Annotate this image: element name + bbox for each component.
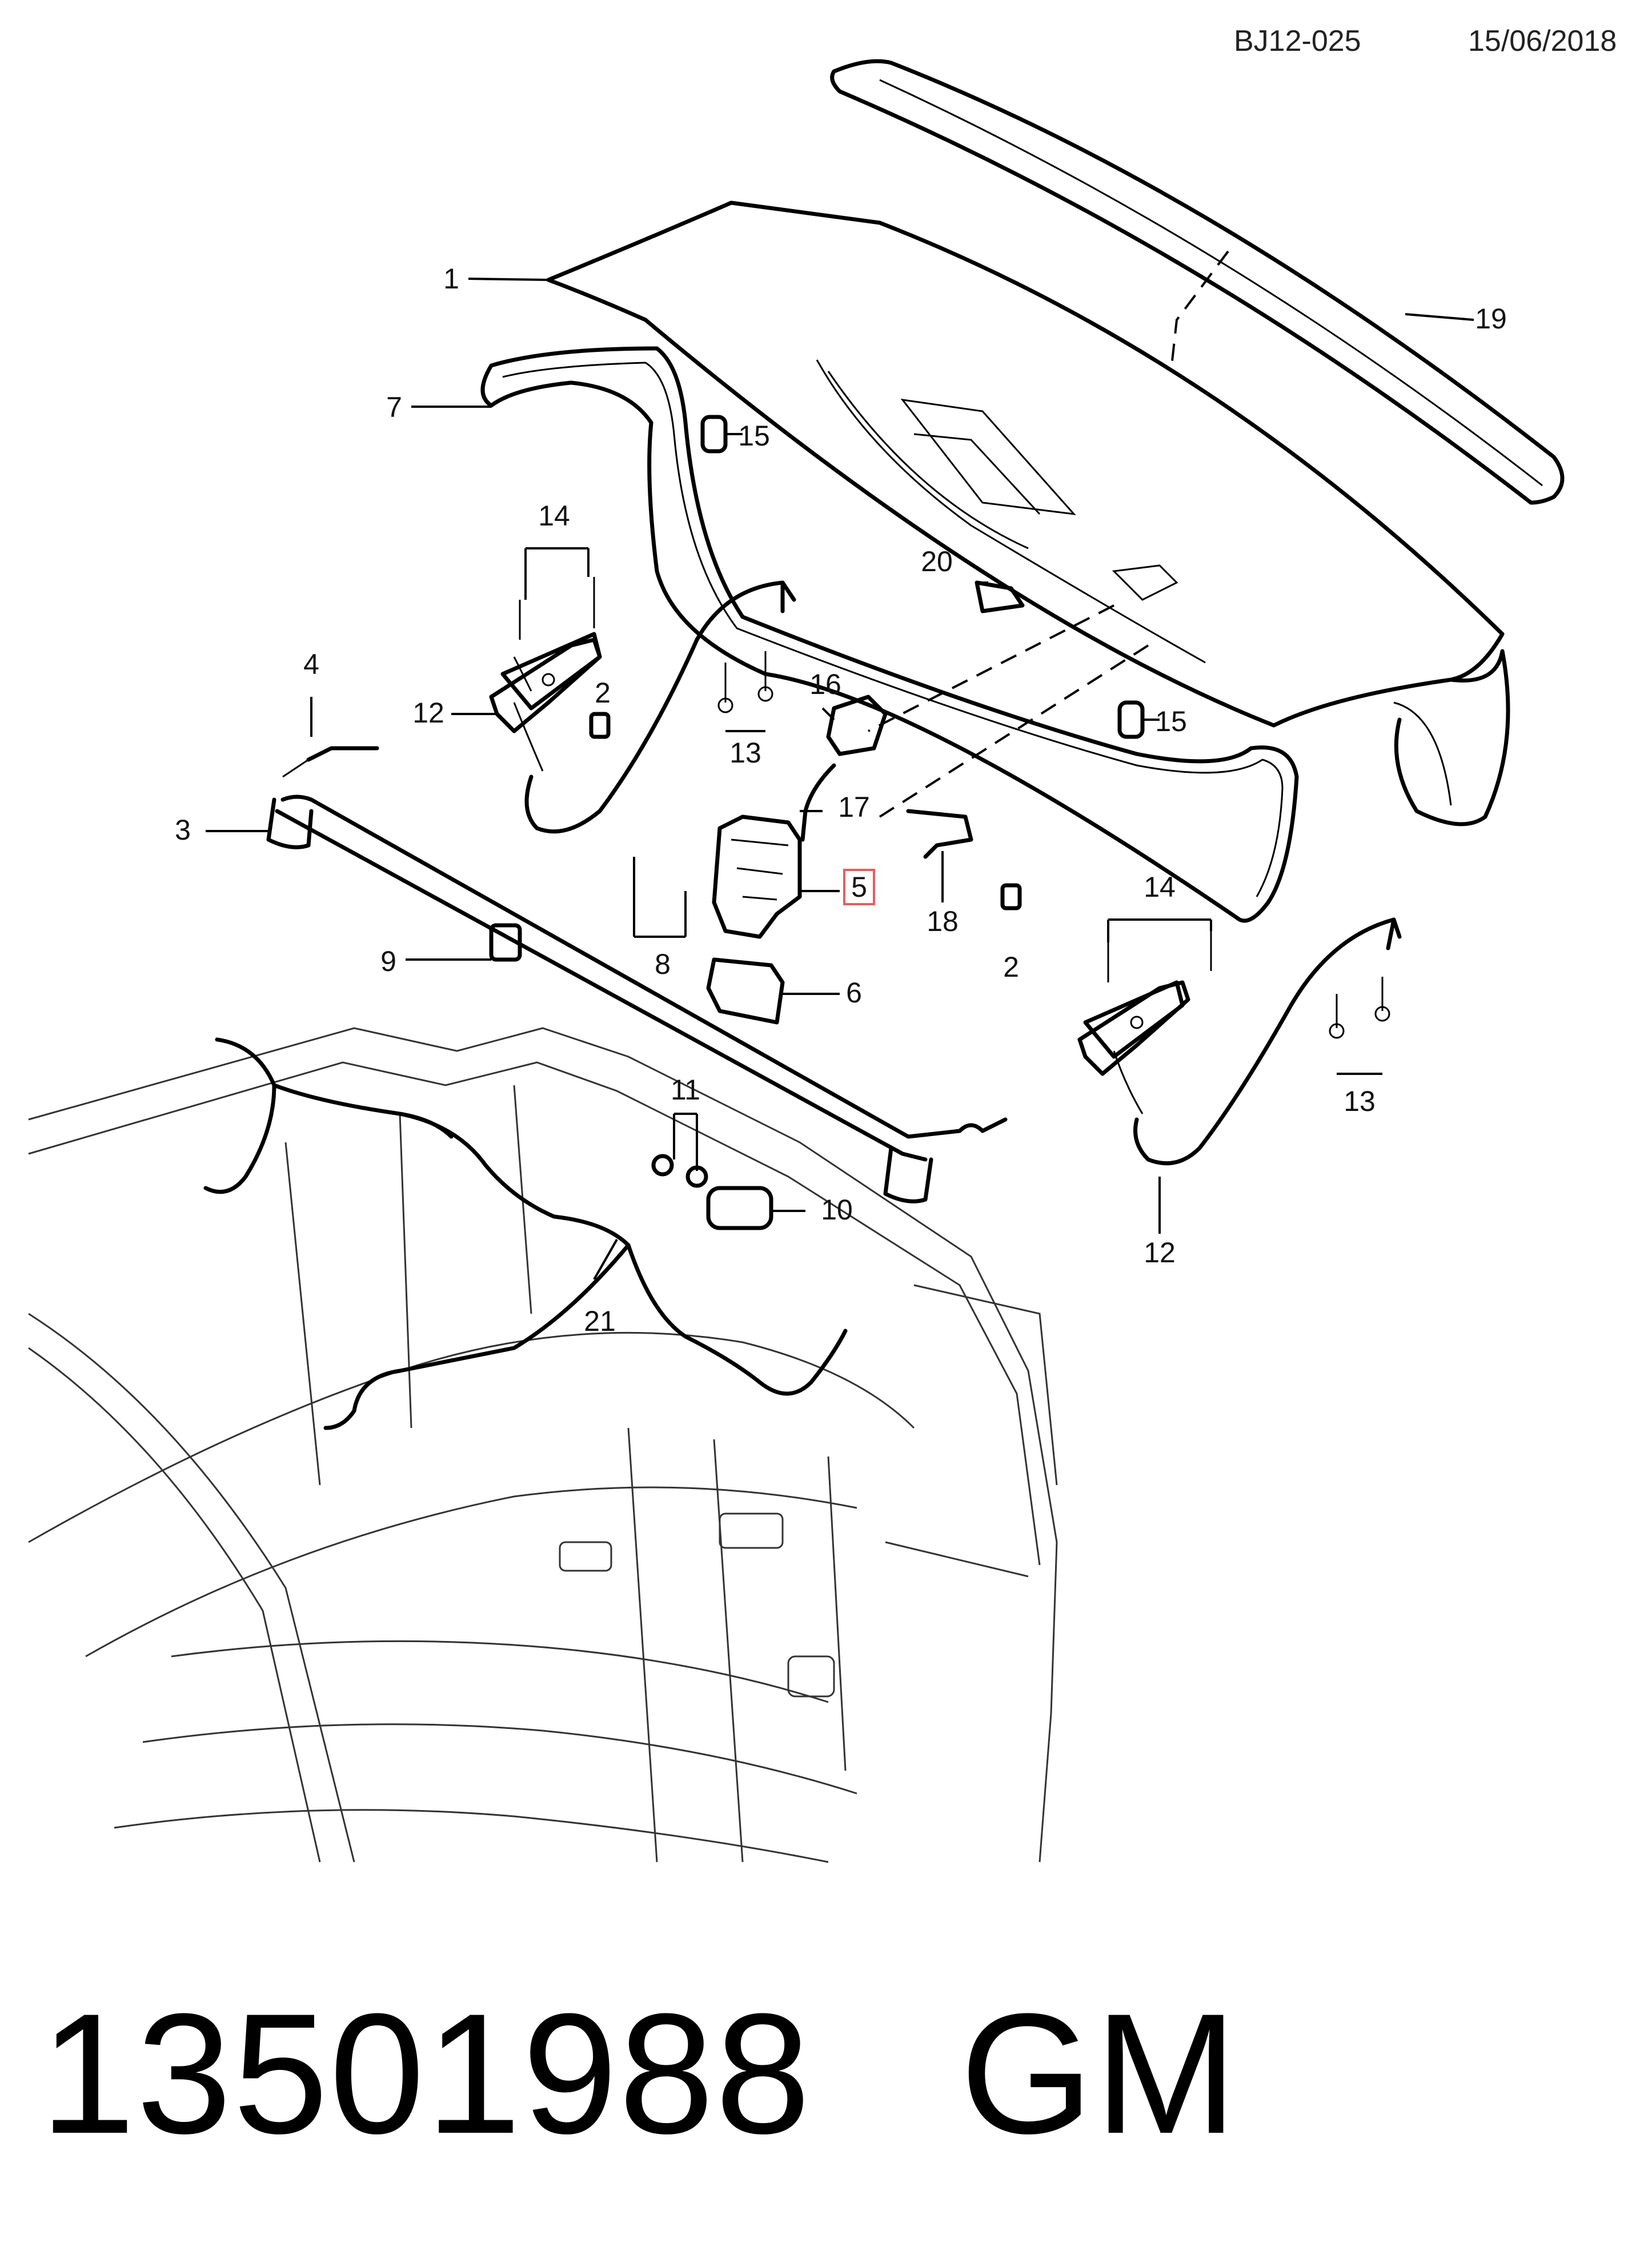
bumper-right <box>1117 700 1145 739</box>
bolts-left <box>717 651 773 713</box>
callout-c5: 5 <box>851 871 867 903</box>
callout-c15b: 15 <box>1155 705 1187 737</box>
exploded-parts-drawing: 1 19 7 15 14 20 4 12 2 16 15 13 17 3 5 18 14 8 2 9 6 13 11 10 12… <box>28 59 1565 1863</box>
clip-left <box>589 712 611 739</box>
callout-c13a: 13 <box>729 737 761 769</box>
callout-c2a: 2 <box>595 677 611 709</box>
callout-c19: 19 <box>1475 303 1507 335</box>
release-switch <box>826 695 888 756</box>
callout-c14a: 14 <box>538 500 570 532</box>
bracket-20 <box>975 580 1025 613</box>
callout-c21: 21 <box>584 1305 616 1337</box>
callout-c8: 8 <box>655 948 671 980</box>
callout-c12a: 12 <box>412 697 444 729</box>
callout-c7: 7 <box>386 391 402 423</box>
right-hinge <box>1077 931 1212 1076</box>
callout-labels: 1 19 7 15 14 20 4 12 2 16 15 13 17 3 5 18 14 8 2 9 6 13 11 10 12… <box>175 263 1507 1337</box>
callout-c16: 16 <box>809 668 841 700</box>
callout-c18: 18 <box>927 905 959 937</box>
grommets <box>651 1154 708 1188</box>
diagram-date: 15/06/2018 <box>1468 25 1617 58</box>
callout-c14b: 14 <box>1144 871 1176 903</box>
wiring-harness <box>203 1037 848 1430</box>
clip-right <box>1000 883 1022 910</box>
callout-c15a: 15 <box>738 420 770 452</box>
latch-cover <box>706 957 785 1025</box>
torsion-rod <box>266 746 1008 1203</box>
wire-connector <box>906 809 973 859</box>
callout-c17: 17 <box>838 791 870 823</box>
leader-lines <box>206 278 1474 1280</box>
release-cable <box>800 763 836 842</box>
callout-c13b: 13 <box>1344 1085 1376 1117</box>
bolts-right <box>1329 977 1390 1039</box>
callout-c11: 11 <box>671 1074 700 1106</box>
callout-c9: 9 <box>380 945 396 977</box>
callout-c4: 4 <box>303 648 319 680</box>
callout-c20: 20 <box>921 545 953 577</box>
callout-c12b: 12 <box>1144 1237 1176 1269</box>
callout-c10: 10 <box>821 1194 853 1226</box>
bumper-left <box>700 415 728 454</box>
highlight-box <box>843 869 875 905</box>
part-number: 13501988 <box>40 1977 812 2169</box>
latch <box>712 814 802 939</box>
callout-c3: 3 <box>175 814 191 846</box>
lock-cylinder <box>706 1186 773 1230</box>
trunk-lid <box>546 200 1510 826</box>
callout-c2b: 2 <box>1003 951 1019 983</box>
diagram-code: BJ12-025 <box>1234 25 1361 58</box>
brand-name: GM <box>960 1977 1239 2169</box>
callout-c6: 6 <box>846 977 862 1009</box>
left-hinge <box>489 577 602 733</box>
weatherstrip <box>480 346 1299 923</box>
callout-c1: 1 <box>443 263 459 295</box>
retainer <box>489 923 522 962</box>
right-hinge-arm <box>1083 917 1402 1166</box>
